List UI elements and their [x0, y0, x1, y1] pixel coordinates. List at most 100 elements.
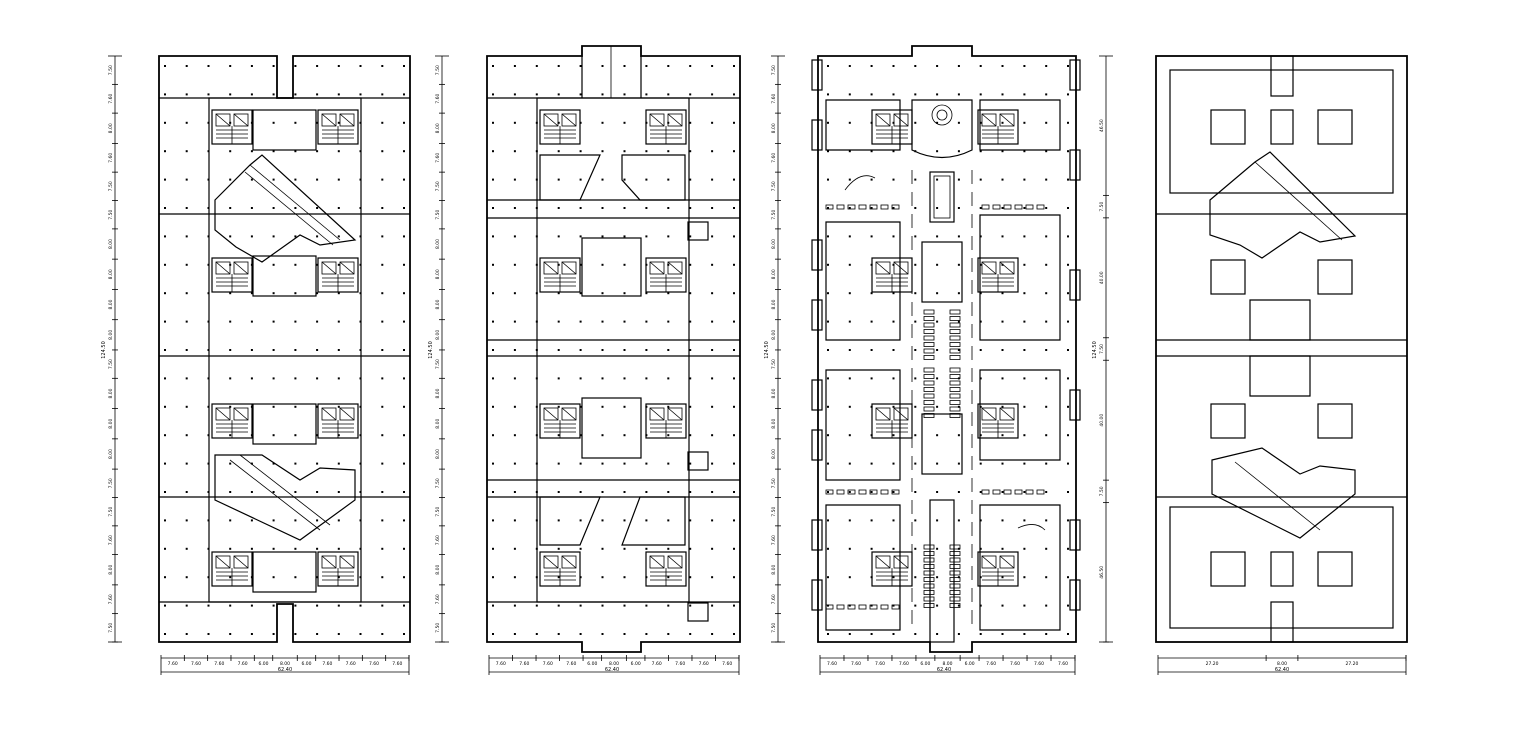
plan-3-outline [811, 45, 1081, 653]
structural-column [733, 491, 735, 493]
seat [1014, 204, 1023, 210]
structural-column [601, 604, 604, 607]
structural-column [601, 150, 604, 153]
structural-column [164, 320, 166, 323]
structural-column [689, 491, 692, 493]
structural-column [229, 604, 232, 607]
dimension-label: 8.00 [435, 239, 441, 249]
structural-column [711, 434, 714, 437]
structural-column [667, 178, 670, 181]
structural-column [557, 519, 560, 522]
structural-column [492, 491, 494, 493]
structural-column [1045, 434, 1048, 437]
structural-column [294, 93, 297, 96]
structural-column [914, 93, 917, 96]
structural-column [623, 121, 626, 124]
structural-column [513, 235, 516, 238]
structural-column [733, 576, 735, 579]
structural-column [250, 207, 253, 209]
structural-column [229, 93, 232, 96]
structural-column [979, 576, 982, 579]
structural-column [848, 547, 851, 550]
structural-column [689, 633, 692, 635]
structural-column [848, 121, 851, 124]
seat [858, 489, 867, 495]
structural-column [892, 235, 895, 238]
structural-column [294, 519, 297, 522]
structural-column [848, 633, 851, 635]
structural-column [381, 320, 384, 323]
structural-column [579, 547, 582, 550]
dimension-label: 7.60 [168, 661, 178, 667]
structural-column [535, 263, 538, 266]
structural-column [979, 547, 982, 550]
structural-column [535, 405, 538, 408]
structural-column [381, 65, 384, 67]
seat [923, 577, 935, 582]
structural-column [601, 405, 604, 408]
structural-column [667, 519, 670, 522]
structural-column [207, 207, 210, 209]
structural-column [316, 377, 319, 380]
structural-column [957, 405, 960, 408]
structural-column [1045, 292, 1048, 295]
structural-column [272, 292, 275, 295]
structural-column [185, 604, 188, 607]
structural-column [1067, 491, 1069, 493]
seat [949, 380, 961, 386]
dimension-label: 7.50 [771, 359, 777, 369]
structural-column [185, 235, 188, 238]
seat [923, 544, 935, 550]
structural-column [936, 434, 939, 437]
structural-column [827, 263, 829, 266]
structural-column [733, 633, 735, 635]
structural-column [250, 405, 253, 408]
structural-column [359, 604, 362, 607]
structural-column [1045, 93, 1048, 96]
seat [891, 204, 900, 210]
structural-column [892, 121, 895, 124]
structural-column [1001, 349, 1004, 351]
structural-column [957, 434, 960, 437]
seat [869, 204, 878, 210]
seat [1036, 204, 1045, 210]
structural-column [827, 633, 829, 635]
structural-column [381, 405, 384, 408]
structural-column [1067, 292, 1069, 295]
structural-column [294, 576, 297, 579]
plan-2: 124.50 62.40 [428, 45, 741, 673]
structural-column [272, 263, 275, 266]
structural-column [623, 207, 626, 209]
dimension-label: 7.60 [771, 153, 777, 163]
structural-column [1067, 547, 1069, 550]
structural-column [316, 65, 319, 67]
dimension-label: 7.50 [1099, 344, 1105, 354]
structural-column [403, 462, 405, 465]
dimension-label: 8.00 [771, 419, 777, 429]
structural-column [316, 178, 319, 181]
dimension-label: 7.50 [435, 507, 441, 517]
structural-column [1067, 93, 1069, 96]
structural-column [229, 320, 232, 323]
dimension-label: 8.00 [280, 661, 290, 667]
structural-column [492, 207, 494, 209]
structural-column [892, 292, 895, 295]
structural-column [492, 349, 494, 351]
structural-column [535, 377, 538, 380]
dimension-label: 8.00 [108, 330, 114, 340]
structural-column [557, 93, 560, 96]
structural-column [667, 150, 670, 153]
structural-column [359, 434, 362, 437]
seat [949, 564, 961, 569]
seat [825, 604, 834, 610]
structural-column [207, 519, 210, 522]
structural-column [185, 377, 188, 380]
dimension-label: 7.50 [771, 210, 777, 220]
structural-column [294, 320, 297, 323]
structural-column [957, 604, 960, 607]
structural-column [294, 462, 297, 465]
structural-column [359, 320, 362, 323]
structural-column [689, 462, 692, 465]
dimension-label: 7.50 [108, 359, 114, 369]
seat [825, 489, 834, 495]
